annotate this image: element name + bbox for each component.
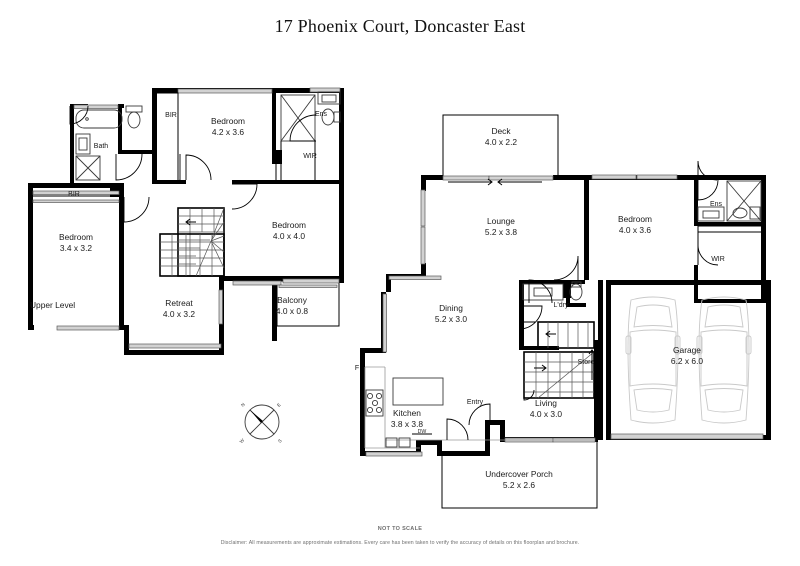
room-name-balcony: Balcony	[277, 295, 308, 305]
room-name-bedroom-left: Bedroom	[59, 232, 93, 242]
compass-label-south: S	[277, 438, 283, 444]
level-label-upper: Upper Level	[30, 300, 75, 310]
room-dim-bedroom-ground: 4.0 x 3.6	[619, 225, 651, 235]
upper-staircase	[159, 207, 225, 277]
room-dim-deck: 4.0 x 2.2	[485, 137, 517, 147]
room-name-lounge: Lounge	[487, 216, 515, 226]
porch-outline	[441, 442, 598, 509]
fixture-label-ens-upper: Ens	[315, 111, 328, 118]
room-dim-kitchen: 3.8 x 3.8	[391, 419, 423, 429]
upper-bir-lines	[33, 92, 316, 197]
scale-note: NOT TO SCALE	[377, 526, 423, 532]
room-dim-dining: 5.2 x 3.0	[435, 314, 467, 324]
room-name-porch: Undercover Porch	[485, 469, 553, 479]
ground-level-plan: Deck 4.0 x 2.2 Lounge 5.2 x 3.8 Bedroom …	[355, 114, 771, 509]
room-name-kitchen: Kitchen	[393, 408, 421, 418]
fixture-label-wir-ground: WIR	[711, 256, 725, 263]
upper-level-windows	[32, 87, 341, 349]
room-name-living: Living	[535, 398, 557, 408]
ground-level-labels: Deck 4.0 x 2.2 Lounge 5.2 x 3.8 Bedroom …	[355, 126, 725, 490]
upper-level-labels: Bath BIR BIR Ens WIR Bedroom 4.2 x 3.6 B…	[30, 111, 328, 319]
room-name-dining: Dining	[439, 303, 463, 313]
laundry-fixtures	[519, 281, 583, 323]
room-dim-bedroom-left: 3.4 x 3.2	[60, 243, 92, 253]
ground-staircase	[523, 321, 596, 401]
compass-label-west: W	[239, 437, 246, 444]
room-dim-retreat: 4.0 x 3.2	[163, 309, 195, 319]
page-title: 17 Phoenix Court, Doncaster East	[274, 16, 526, 36]
room-name-retreat: Retreat	[165, 298, 193, 308]
room-name-bedroom-ground: Bedroom	[618, 214, 652, 224]
room-name-bedroom-upper-right: Bedroom	[272, 220, 306, 230]
ground-level-windows	[365, 174, 764, 457]
fixture-label-fridge: F	[355, 365, 359, 372]
upper-level-doors	[69, 105, 317, 223]
upper-level-walls	[28, 88, 344, 355]
disclaimer-text: Disclaimer: All measurements are approxi…	[220, 540, 580, 546]
fixture-label-dishwasher: DW	[418, 429, 427, 435]
ground-level-doors	[446, 160, 719, 441]
fixture-label-bir-top: BIR	[165, 112, 177, 119]
fixture-label-entry: Entry	[467, 399, 484, 406]
room-dim-bedroom-master: 4.2 x 3.6	[212, 127, 244, 137]
room-dim-bedroom-upper-right: 4.0 x 4.0	[273, 231, 305, 241]
kitchen-fixtures	[364, 366, 594, 449]
fixture-label-wir-upper: WIR	[303, 153, 317, 160]
room-dim-porch: 5.2 x 2.6	[503, 480, 535, 490]
room-dim-lounge: 5.2 x 3.8	[485, 227, 517, 237]
upper-level-plan: Bath BIR BIR Ens WIR Bedroom 4.2 x 3.6 B…	[28, 87, 344, 355]
room-name-deck: Deck	[491, 126, 511, 136]
room-name-bedroom-master: Bedroom	[211, 116, 245, 126]
bath-fixtures	[75, 105, 143, 181]
room-dim-living: 4.0 x 3.0	[530, 409, 562, 419]
room-name-garage: Garage	[673, 345, 701, 355]
room-dim-garage: 6.2 x 6.0	[671, 356, 703, 366]
compass-rose: N E S W	[239, 402, 283, 444]
garage-cars	[625, 296, 752, 424]
room-dim-balcony: 4.0 x 0.8	[276, 306, 308, 316]
compass-label-north: N	[240, 402, 246, 408]
fixture-label-laundry: L'dry	[554, 302, 569, 309]
room-label-bath: Bath	[94, 143, 109, 150]
compass-label-east: E	[276, 402, 282, 408]
fixture-label-ens-ground: Ens	[710, 201, 723, 208]
fixture-label-bir-left: BIR	[68, 191, 80, 198]
upper-ensuite-fixtures	[280, 91, 341, 142]
fixture-label-store: Store	[578, 359, 595, 366]
